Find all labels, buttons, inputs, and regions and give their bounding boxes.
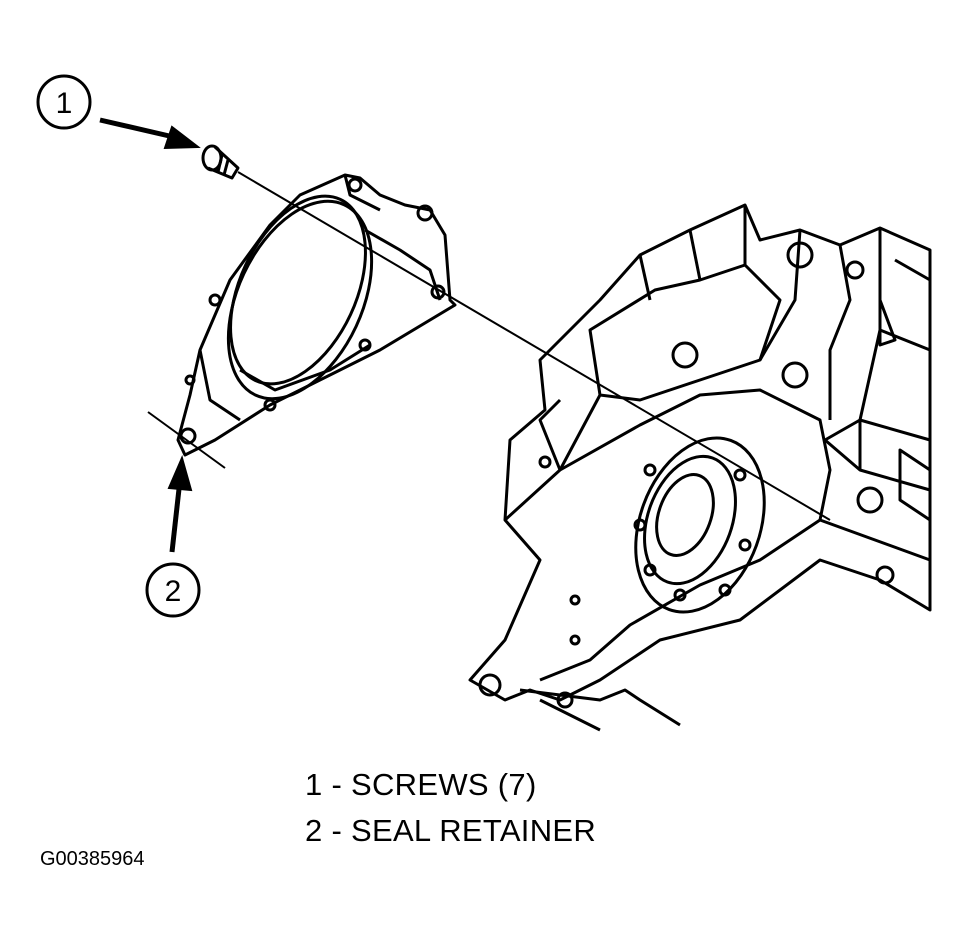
legend-number: 1 (305, 767, 323, 802)
legend: 1 - SCREWS (7) 2 - SEAL RETAINER (305, 762, 596, 854)
callout-1: 1 (36, 74, 92, 130)
alignment-line (147, 171, 831, 521)
legend-item-seal-retainer: 2 - SEAL RETAINER (305, 808, 596, 854)
engine-block (468, 203, 932, 732)
seal-retainer (176, 173, 457, 457)
legend-separator: - (322, 767, 351, 802)
legend-label: SCREWS (7) (351, 767, 537, 802)
callout-2: 2 (145, 562, 201, 618)
svg-text:2: 2 (165, 575, 182, 608)
svg-text:1: 1 (56, 87, 73, 120)
figure-id: G00385964 (40, 848, 145, 870)
callout-2-arrow (167, 455, 193, 553)
legend-separator: - (322, 813, 351, 848)
callout-1-arrow (99, 117, 201, 150)
legend-label: SEAL RETAINER (351, 813, 597, 848)
legend-item-screws: 1 - SCREWS (7) (305, 762, 596, 808)
legend-number: 2 (305, 813, 323, 848)
screw (201, 144, 240, 180)
